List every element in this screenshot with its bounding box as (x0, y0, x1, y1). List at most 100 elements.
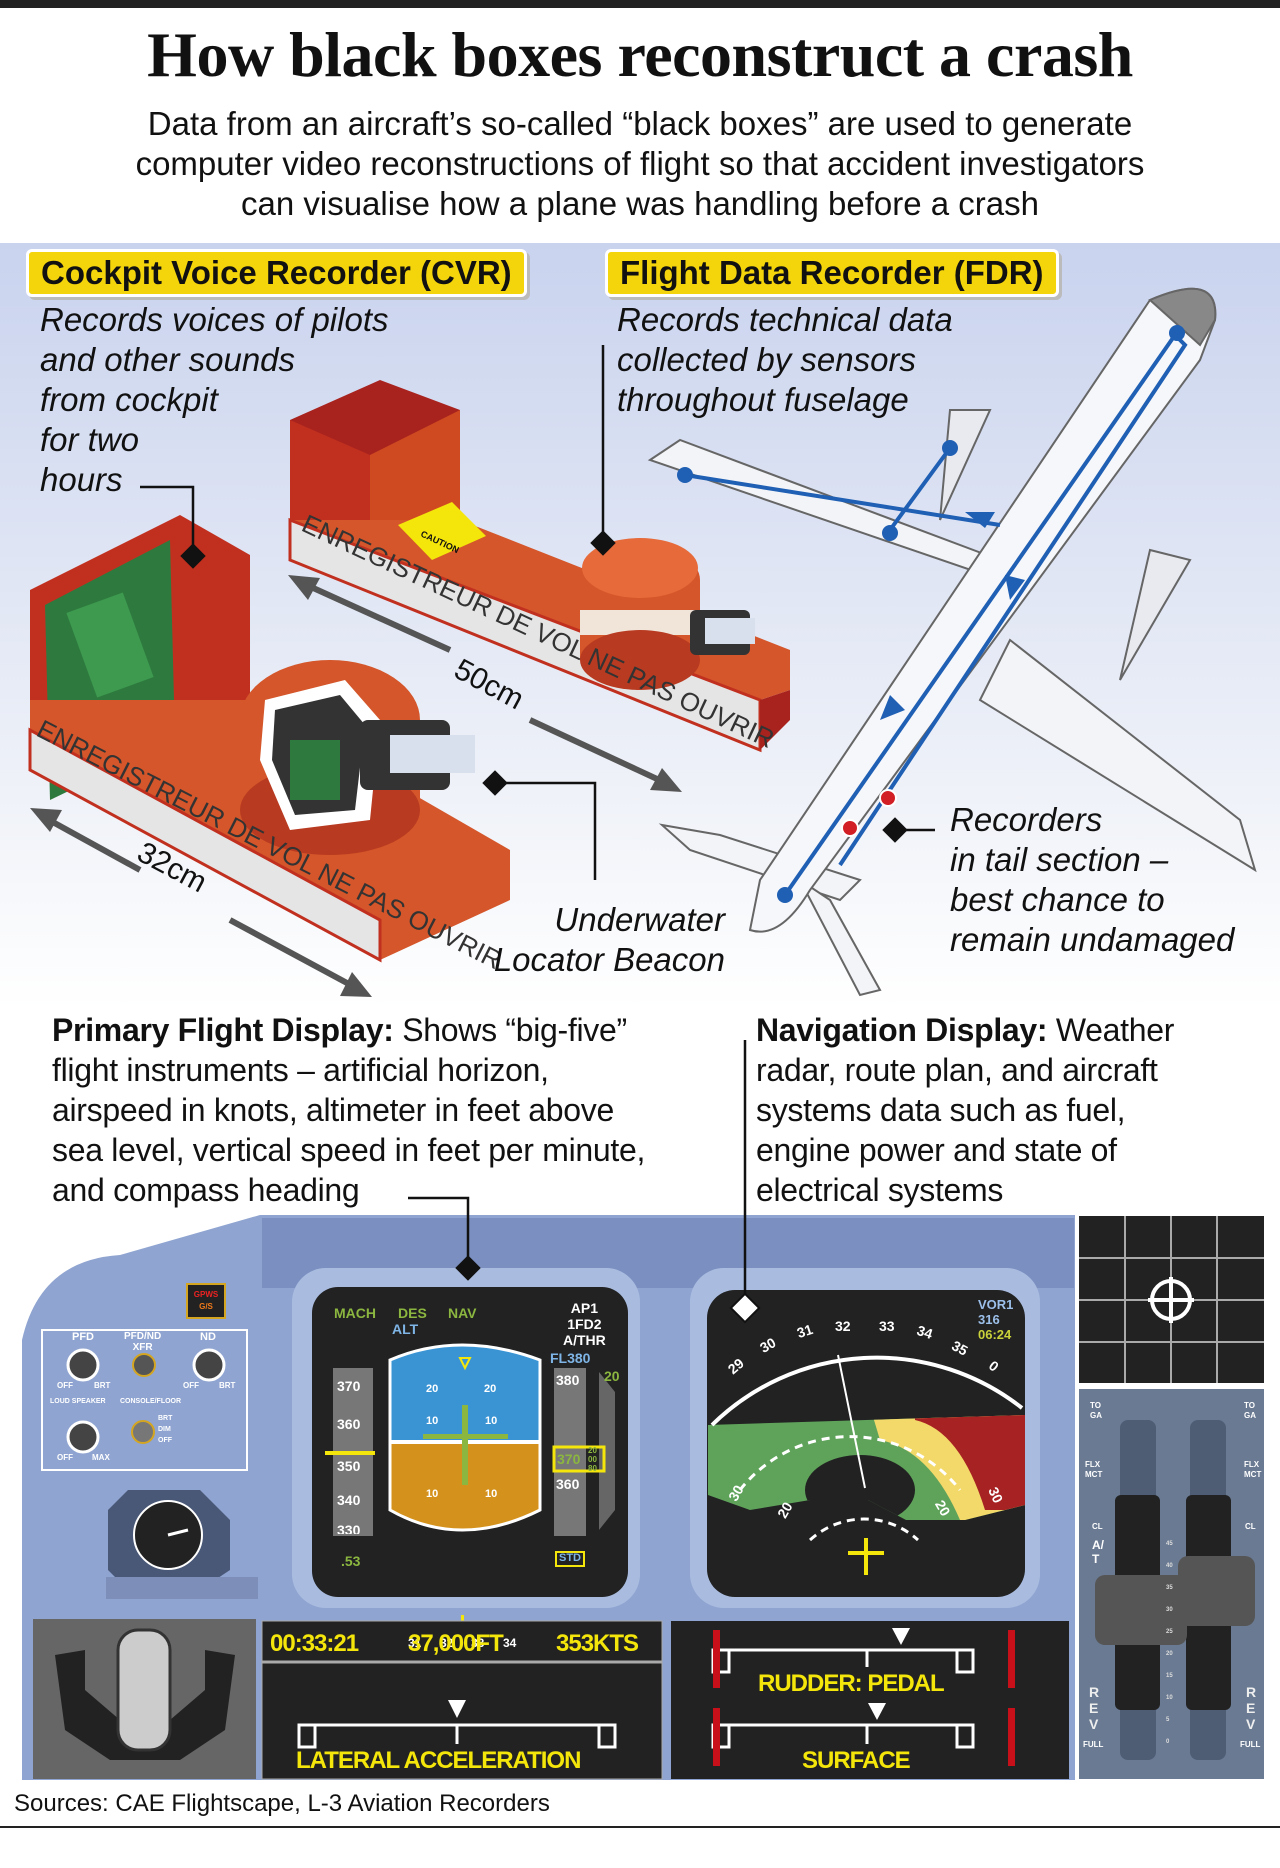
text-line: 00 (588, 1455, 597, 1464)
text-line: and compass heading (52, 1172, 360, 1208)
text-line: collected by sensors (617, 341, 916, 378)
text-line: and other sounds (40, 341, 296, 378)
text-line: Underwater (554, 901, 725, 938)
pfd-caption: Primary Flight Display: Shows “big-five”… (52, 1010, 742, 1210)
full-left: FULL (1083, 1740, 1104, 1749)
pitch-mark: 10 (426, 1415, 439, 1427)
text-line: 1FD2 (567, 1316, 602, 1332)
text-line: 316 (978, 1312, 1000, 1327)
text-line: 06:24 (978, 1327, 1012, 1342)
text-line: Weather (1047, 1012, 1175, 1048)
subtitle: Data from an aircraft’s so-called “black… (40, 104, 1240, 224)
scale-tick: 0 (1166, 1739, 1170, 1745)
speed-tick: 330 (337, 1522, 361, 1534)
readout-time: 00:33:21 (270, 1630, 359, 1657)
speed-tick: 350 (337, 1458, 361, 1474)
caption-heading: Primary Flight Display: (52, 1012, 394, 1048)
loudspeaker-label: LOUD SPEAKER (50, 1398, 106, 1405)
cl-left: CL (1092, 1522, 1103, 1531)
cvr-illustration (28, 515, 510, 963)
scale-tick: 20 (1166, 1651, 1173, 1657)
heading-tick: 33 (471, 1636, 485, 1650)
scale-tick: 40 (1166, 1563, 1173, 1569)
scale-tick: 45 (1166, 1541, 1173, 1547)
nd-heading-tick: 32 (835, 1318, 851, 1334)
text-line: Records technical data (617, 301, 953, 338)
text-line: airspeed in knots, altimeter in feet abo… (52, 1092, 614, 1128)
text-line: Shows “big-five” (393, 1012, 627, 1048)
pitch-mark: 10 (485, 1488, 498, 1500)
heading-tick: 34 (503, 1636, 517, 1650)
reverse-right: REV (1246, 1684, 1257, 1732)
current-altitude: 370 (557, 1451, 581, 1467)
text-line: MCT (1085, 1470, 1103, 1479)
pfd-mode-mach: MACH (334, 1305, 376, 1321)
subtitle-line: Data from an aircraft’s so-called “black… (147, 105, 1133, 142)
nd-heading-tick: 33 (879, 1318, 895, 1334)
scale-tick: 30 (1166, 1607, 1173, 1613)
text-line: systems data such as fuel, (756, 1092, 1126, 1128)
text-line: GA (1090, 1411, 1102, 1420)
text-line: electrical systems (756, 1172, 1004, 1208)
text-line: throughout fuselage (617, 381, 909, 418)
speed-tick: 360 (337, 1416, 361, 1432)
brt-label: BRT (219, 1381, 236, 1390)
altitude-tick: 380 (556, 1372, 580, 1388)
console-options: BRT DIM OFF (158, 1413, 172, 1446)
text-line: FLX (1085, 1460, 1101, 1469)
compass-arc (710, 1355, 1024, 1427)
text-line: OFF (158, 1437, 172, 1444)
vertical-speed: 20 (604, 1368, 620, 1384)
text-line: BRT (158, 1415, 173, 1422)
top-rule (0, 0, 1280, 8)
pfd-mode-des: DES (398, 1305, 427, 1321)
off-label: OFF (57, 1453, 73, 1462)
text-line: TO (1244, 1401, 1255, 1410)
pitch-mark: 10 (426, 1488, 439, 1500)
off-label: OFF (57, 1381, 73, 1390)
mach-readout: .53 (341, 1553, 361, 1569)
cl-right: CL (1245, 1522, 1256, 1531)
text-line: remain undamaged (950, 921, 1235, 958)
pfd-knob-label: PFD (72, 1331, 94, 1343)
altitude-tick: 360 (556, 1476, 580, 1492)
text-line: DIM (158, 1426, 171, 1433)
text-line: PFD/ND (124, 1331, 162, 1342)
text-line: 20 (588, 1446, 597, 1455)
subtitle-line: can visualise how a plane was handling b… (241, 185, 1039, 222)
heading-tick: 32 (440, 1636, 454, 1650)
caption-heading: Navigation Display: (756, 1012, 1048, 1048)
text-line: best chance to (950, 881, 1165, 918)
speed-tick: 340 (337, 1492, 361, 1508)
text-line: in tail section – (950, 841, 1169, 878)
text-line: Locator Beacon (493, 941, 725, 978)
rudder-display (671, 1621, 1069, 1779)
text-line: G/S (199, 1302, 213, 1311)
text-line: GA (1244, 1411, 1256, 1420)
text-line: radar, route plan, and aircraft (756, 1052, 1158, 1088)
scale-tick: 35 (1166, 1585, 1173, 1591)
reverse-left: REV (1089, 1684, 1100, 1732)
readout-altitude: 37,000FT (408, 1630, 504, 1657)
baro-std: STD (559, 1552, 581, 1564)
throttle-lever-2 (1178, 1556, 1255, 1626)
pfd-mode-nav: NAV (448, 1305, 477, 1321)
text-line: FLX (1244, 1460, 1260, 1469)
nd-caption: Navigation Display: Weather radar, route… (756, 1010, 1174, 1210)
lateral-acceleration-label: LATERAL ACCELERATION (296, 1747, 581, 1774)
sources: Sources: CAE Flightscape, L-3 Aviation R… (14, 1790, 550, 1817)
text-line: Recorders (950, 801, 1103, 838)
scale-tick: 10 (1166, 1695, 1173, 1701)
